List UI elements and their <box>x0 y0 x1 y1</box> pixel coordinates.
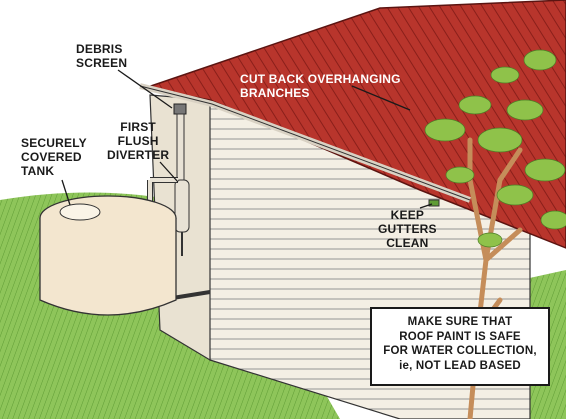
tank-lid <box>59 203 101 221</box>
label-keep-gutters-clean: KEEP GUTTERS CLEAN <box>378 208 437 250</box>
label-cut-back-branches: CUT BACK OVERHANGING BRANCHES <box>240 72 401 100</box>
label-first-flush-diverter: FIRST FLUSH DIVERTER <box>107 120 170 162</box>
roof-paint-note-text: MAKE SURE THAT ROOF PAINT IS SAFE FOR WA… <box>383 316 537 372</box>
leader-tank <box>61 179 71 206</box>
label-securely-covered-tank: SECURELY COVERED TANK <box>21 136 87 178</box>
tree-trunk <box>467 137 523 419</box>
gutter-cleaner <box>428 199 440 207</box>
label-debris-screen: DEBRIS SCREEN <box>76 42 128 70</box>
roof-paint-note: MAKE SURE THAT ROOF PAINT IS SAFE FOR WA… <box>370 307 550 386</box>
tree-foliage <box>424 49 566 248</box>
roof <box>142 0 566 249</box>
leader-gutters <box>419 203 433 209</box>
leader-first-flush <box>159 161 179 183</box>
leader-branches <box>351 85 411 111</box>
diverter-chamber <box>174 179 190 233</box>
tank-body <box>39 218 177 316</box>
debris-screen <box>173 103 187 115</box>
leader-debris-screen <box>117 69 173 109</box>
